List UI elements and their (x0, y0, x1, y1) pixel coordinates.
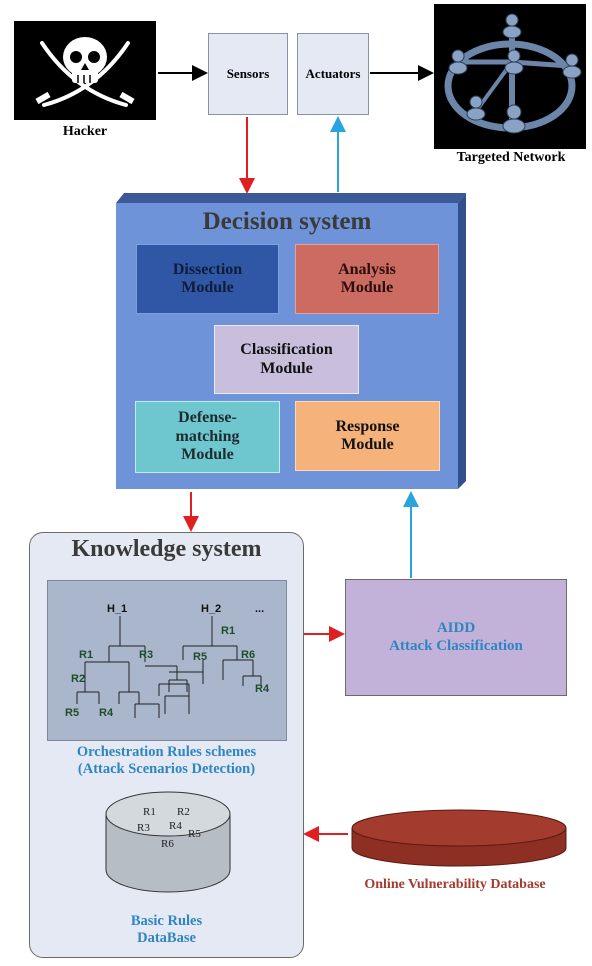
network-icon (444, 13, 582, 134)
tree-rule: R5 (65, 707, 79, 719)
basic-rules-labels: R1 R2 R3 R4 R5 R6 (100, 786, 236, 850)
tree-rule: R2 (71, 673, 85, 685)
response-module-label: Response Module (335, 417, 400, 453)
basic-rules-caption: Basic Rules DataBase (130, 913, 203, 946)
actuators-label: Actuators (305, 66, 361, 81)
analysis-module[interactable]: Analysis Module (295, 244, 439, 314)
tree-rule: R1 (221, 625, 235, 637)
defense-matching-module[interactable]: Defense- matching Module (135, 401, 280, 473)
targeted-network-image (434, 4, 586, 149)
decision-system-title: Decision system (202, 208, 372, 235)
dissection-module[interactable]: Dissection Module (136, 244, 279, 314)
tree-rule: R4 (99, 707, 114, 719)
tree-rule: R6 (241, 649, 255, 661)
targeted-network-label: Targeted Network (456, 150, 566, 165)
db-rule: R5 (188, 828, 201, 840)
tree-rule: R3 (139, 649, 153, 661)
skull-crossbones-icon (35, 37, 135, 107)
tree-rule: R4 (255, 683, 270, 695)
online-vulnerability-db-icon (351, 809, 567, 867)
db-rule: R2 (177, 806, 190, 818)
db-rule: R4 (169, 820, 182, 832)
classification-module-label: Classification Module (240, 341, 333, 377)
aidd-attack-classification-box[interactable]: AIDD Attack Classification (345, 579, 567, 696)
defense-matching-module-label: Defense- matching Module (175, 409, 240, 464)
dissection-module-label: Dissection Module (172, 260, 243, 296)
aidd-label: AIDD Attack Classification (389, 620, 523, 654)
db-rule: R1 (143, 806, 156, 818)
basic-rules-database-icon (105, 791, 231, 893)
sensors-box[interactable]: Sensors (208, 33, 288, 115)
analysis-module-label: Analysis Module (338, 260, 396, 296)
response-module[interactable]: Response Module (295, 401, 440, 471)
tree-rule: R1 (79, 649, 93, 661)
tree-rule: R5 (193, 651, 207, 663)
rule-tree-diagram: H_1 H_2 ... R1 R2 R3 R4 R5 R1 R5 R6 R4 (65, 603, 270, 719)
classification-module[interactable]: Classification Module (214, 325, 359, 394)
tree-hypothesis-more: ... (255, 603, 264, 615)
tree-hypothesis-1: H_1 (107, 603, 127, 615)
orchestration-caption: Orchestration Rules schemes (Attack Scen… (76, 744, 257, 777)
db-rule: R3 (137, 822, 150, 834)
sensors-label: Sensors (226, 66, 270, 81)
tree-hypothesis-2: H_2 (201, 603, 221, 615)
online-vulnerability-db-label: Online Vulnerability Database (364, 877, 546, 892)
db-rule: R6 (161, 838, 174, 850)
knowledge-system-title: Knowledge system (71, 536, 262, 562)
actuators-box[interactable]: Actuators (297, 33, 369, 115)
hacker-label: Hacker (62, 124, 108, 139)
hacker-image (14, 21, 156, 120)
